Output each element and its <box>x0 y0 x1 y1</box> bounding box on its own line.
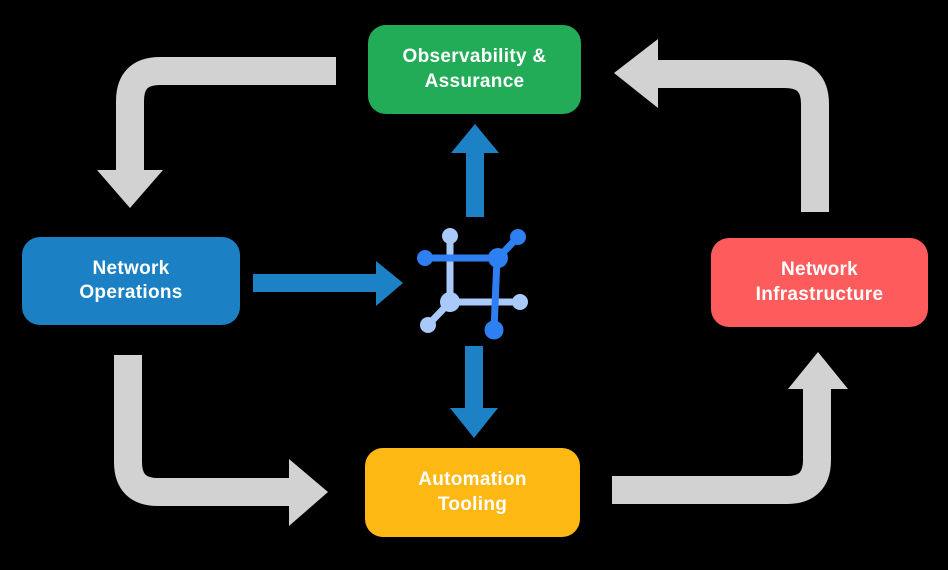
arrow-head-down-icon <box>97 170 163 208</box>
icon-node-right <box>512 294 528 310</box>
arrow-shaft <box>114 355 289 506</box>
icon-junction-top-right <box>488 248 508 268</box>
node-label-line: Network <box>92 257 170 279</box>
arrow-center-to-automation <box>450 346 498 438</box>
node-observability-assurance: Observability & Assurance <box>368 25 581 114</box>
node-label-line: Operations <box>79 282 183 303</box>
node-label-line: Observability & <box>402 46 547 68</box>
node-label-line: Network <box>780 259 859 281</box>
arrow-head-up-icon <box>451 124 499 153</box>
network-automation-mesh-icon <box>417 228 528 340</box>
icon-node-left <box>417 250 433 266</box>
arrow-head-up-icon <box>788 352 848 389</box>
arrow-shaft <box>612 389 831 504</box>
arrow-head-right-icon <box>289 459 328 526</box>
node-automation-tooling: Automation Tooling <box>365 448 580 537</box>
icon-node-top-left <box>442 228 458 244</box>
arrow-observability-to-operations <box>97 57 336 208</box>
arrow-operations-to-center <box>253 261 403 306</box>
icon-node-top-right <box>510 229 526 245</box>
arrow-operations-to-automation <box>114 355 328 526</box>
icon-node-bottom <box>484 320 504 340</box>
node-label-line: Assurance <box>424 70 525 92</box>
arrow-shaft <box>658 60 829 212</box>
arrow-head-right-icon <box>376 261 403 306</box>
arrow-automation-to-infrastructure <box>612 352 848 504</box>
icon-right-vertical-line <box>490 254 501 334</box>
node-label-line: Automation <box>418 469 527 491</box>
arrow-center-to-observability <box>451 124 499 217</box>
node-label-line: Infrastructure <box>755 283 884 305</box>
icon-node-bottom-left <box>420 317 436 333</box>
icon-junction-bottom-left <box>440 292 460 312</box>
node-label-line: Tooling <box>437 493 508 515</box>
node-network-infrastructure: Network Infrastructure <box>711 238 928 327</box>
arrow-head-down-icon <box>450 408 498 438</box>
node-network-operations: Network Operations <box>22 237 240 325</box>
arrow-head-left-icon <box>614 39 658 108</box>
arrow-infrastructure-to-observability <box>614 39 829 212</box>
arrow-shaft <box>116 57 336 172</box>
